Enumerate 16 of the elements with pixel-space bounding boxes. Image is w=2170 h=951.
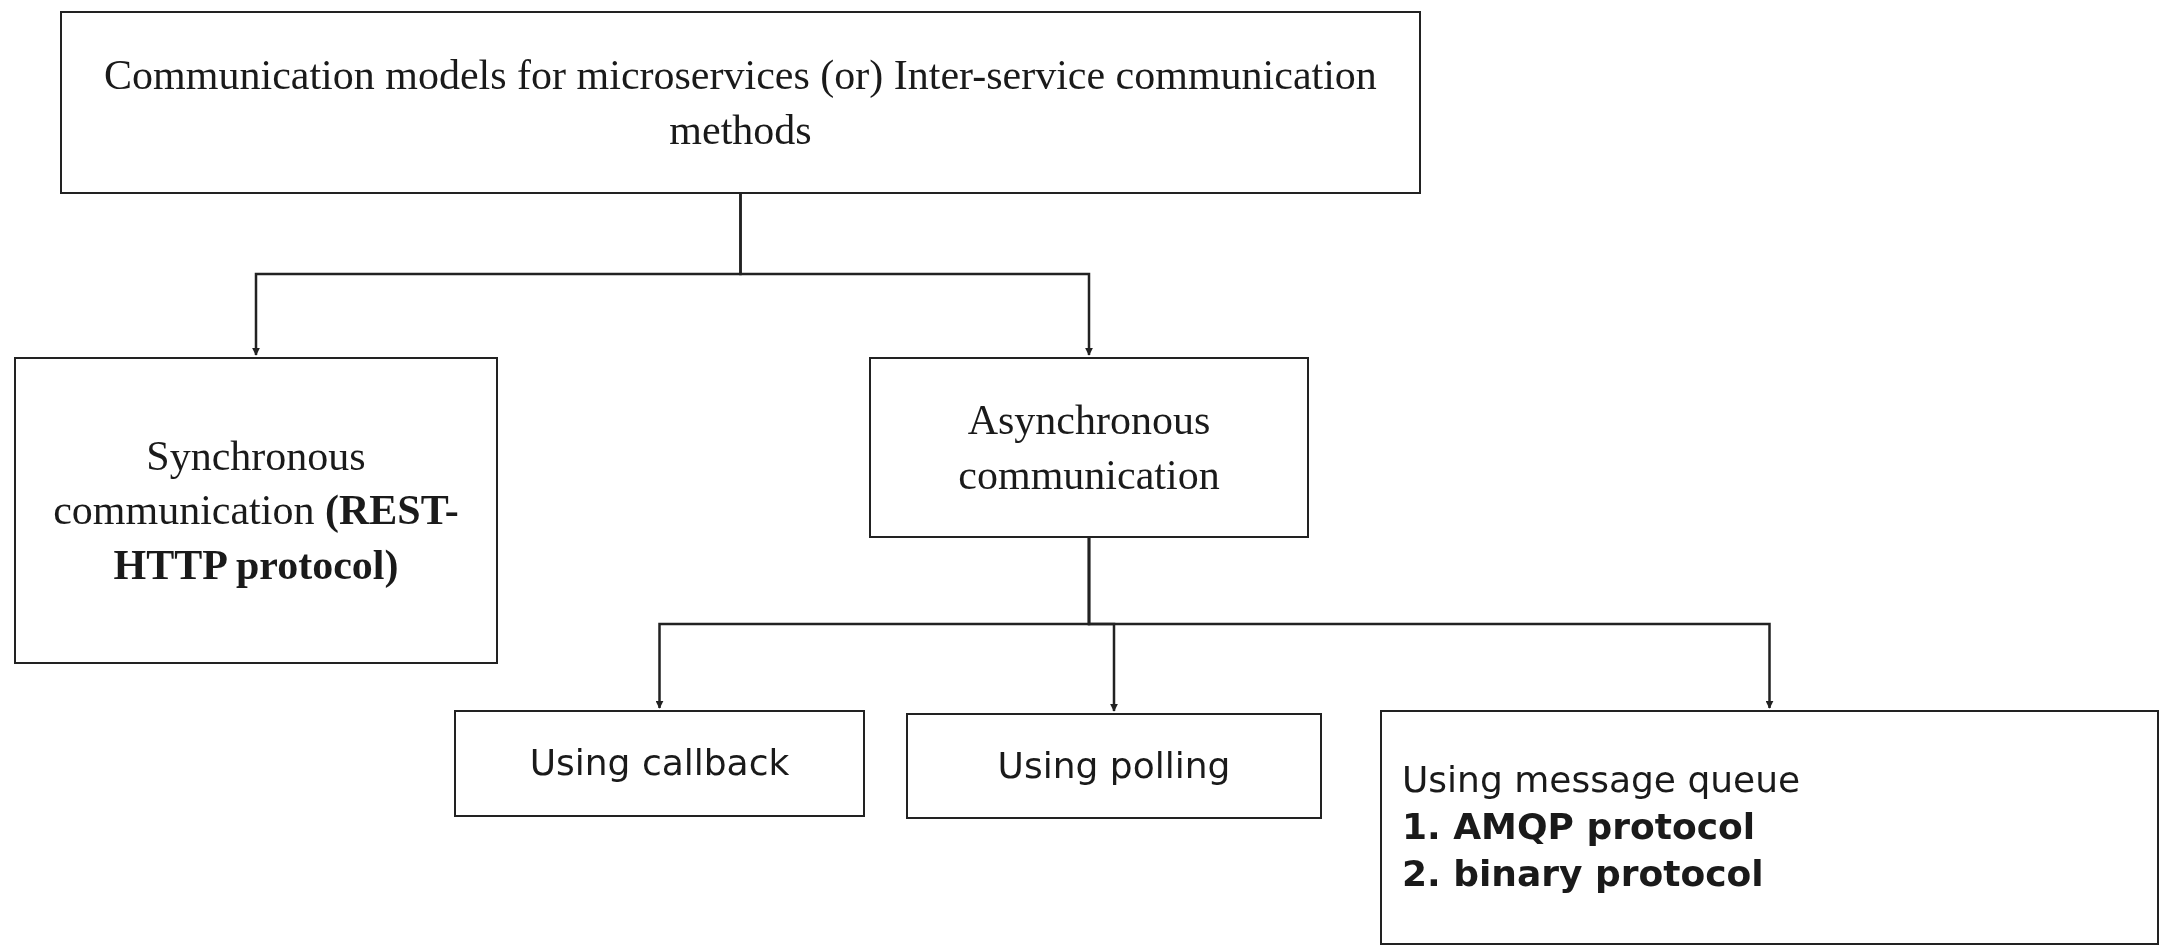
process-box [1380,710,2159,945]
arrow [739,194,1093,356]
process-box [14,357,498,664]
process-box [60,11,1421,194]
box-text: Using callback [529,741,790,786]
arrow [1087,538,1774,709]
box-text: 1. AMQP protocol [1402,805,1756,850]
process-box [869,357,1309,538]
box-text: 2. binary protocol [1402,851,1764,896]
box-text: Using message queue [1402,758,1801,803]
box-text: Communication models for microservices (or) Inter-service communication methods [103,50,1378,155]
box-text: Asynchronous communication [957,395,1221,500]
process-box [454,710,865,817]
box-text: Using polling [997,743,1231,788]
box-text: Synchronous communication (REST-HTTP protocol) [52,431,460,590]
process-box [906,713,1322,819]
